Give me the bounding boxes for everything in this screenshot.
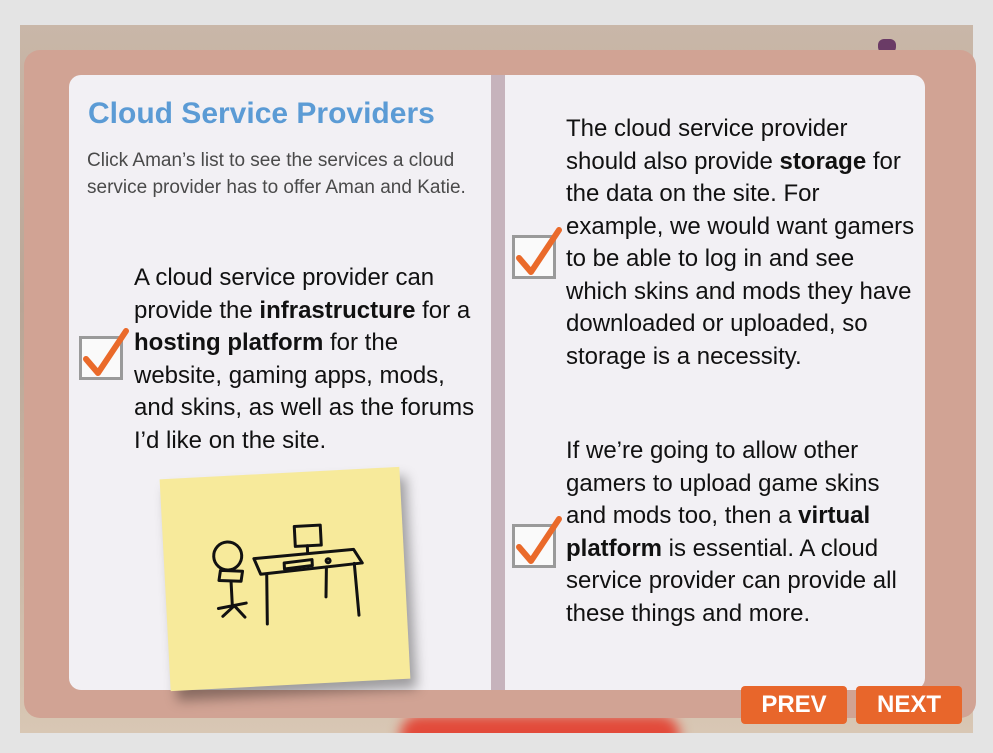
page-title: Cloud Service Providers xyxy=(88,97,435,130)
checkbox-infrastructure[interactable] xyxy=(79,328,129,380)
checkmark-icon xyxy=(83,328,129,376)
sticky-note xyxy=(159,466,411,692)
virtual-platform-text: If we’re going to allow other gamers to … xyxy=(566,437,897,627)
next-button[interactable]: NEXT xyxy=(856,686,962,724)
background-detail xyxy=(400,715,680,733)
background-detail xyxy=(878,39,896,53)
notebook-spine xyxy=(491,75,505,690)
checkbox-virtual-platform[interactable] xyxy=(512,516,562,568)
checkmark-icon xyxy=(516,516,562,564)
storage-text: The cloud service provider should also p… xyxy=(566,115,915,370)
desk-sketch-icon xyxy=(212,523,364,626)
checkmark-icon xyxy=(516,227,562,275)
prev-button[interactable]: PREV xyxy=(741,686,847,724)
instructions-text: Click Aman’s list to see the services a … xyxy=(87,150,466,198)
checkbox-storage[interactable] xyxy=(512,227,562,279)
right-page xyxy=(505,75,925,690)
infrastructure-text: A cloud service provider can provide the… xyxy=(134,264,475,454)
